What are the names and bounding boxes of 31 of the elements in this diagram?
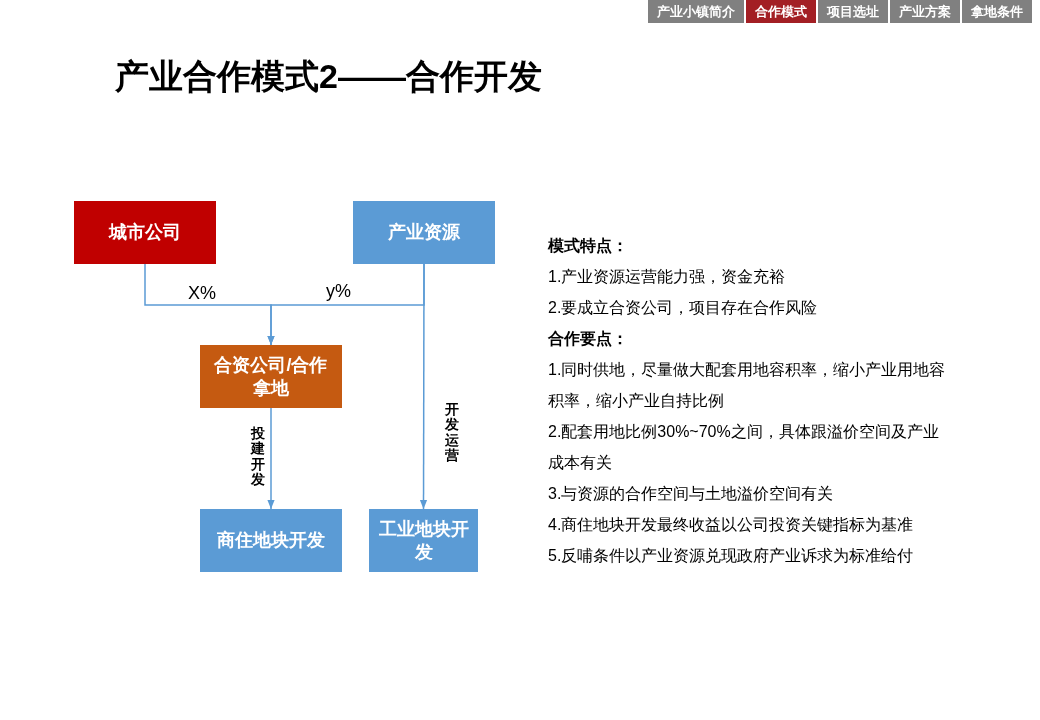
connector-arrow [419, 263, 428, 510]
edge-label: 投建开发 [251, 426, 265, 488]
note-text: 2.配套用地比例30%~70%之间，具体跟溢价空间及产业成本有关 [548, 422, 940, 473]
nav-tab: 产业方案 [890, 0, 960, 23]
note-text: 5.反哺条件以产业资源兑现政府产业诉求为标准给付 [548, 546, 915, 566]
nav-tab: 拿地条件 [962, 0, 1032, 23]
box-label: 工业地块开发 [377, 518, 470, 563]
process-box [74, 201, 216, 264]
box-label: 商住地块开发 [217, 529, 325, 552]
box-label: 产业资源 [388, 221, 460, 244]
note-text: 3.与资源的合作空间与土地溢价空间有关 [548, 484, 835, 504]
note-text: 1.同时供地，尽量做大配套用地容积率，缩小产业用地容积率，缩小产业自持比例 [548, 360, 947, 411]
process-box [200, 509, 342, 572]
nav-tab: 产业小镇简介 [648, 0, 744, 23]
box-label: 城市公司 [109, 221, 181, 244]
edge-label: 开发运营 [445, 402, 459, 464]
process-box [353, 201, 495, 264]
active-tab: 合作模式 [746, 0, 816, 23]
section-heading: 模式特点： [548, 236, 629, 256]
note-text: 2.要成立合资公司，项目存在合作风险 [548, 298, 819, 318]
nav-tab: 项目选址 [818, 0, 888, 23]
box-label: 合资公司/合作拿地 [213, 354, 329, 399]
slide-title: 产业合作模式2——合作开发 [115, 56, 542, 97]
edge-label: X% [188, 284, 216, 302]
edge-label: y% [326, 282, 351, 300]
connector-arrow [267, 407, 275, 510]
note-text: 1.产业资源运营能力强，资金充裕 [548, 267, 787, 287]
note-text: 4.商住地块开发最终收益以公司投资关键指标为基准 [548, 515, 915, 535]
process-box [200, 345, 342, 408]
process-box [369, 509, 478, 572]
section-heading: 合作要点： [548, 329, 629, 349]
